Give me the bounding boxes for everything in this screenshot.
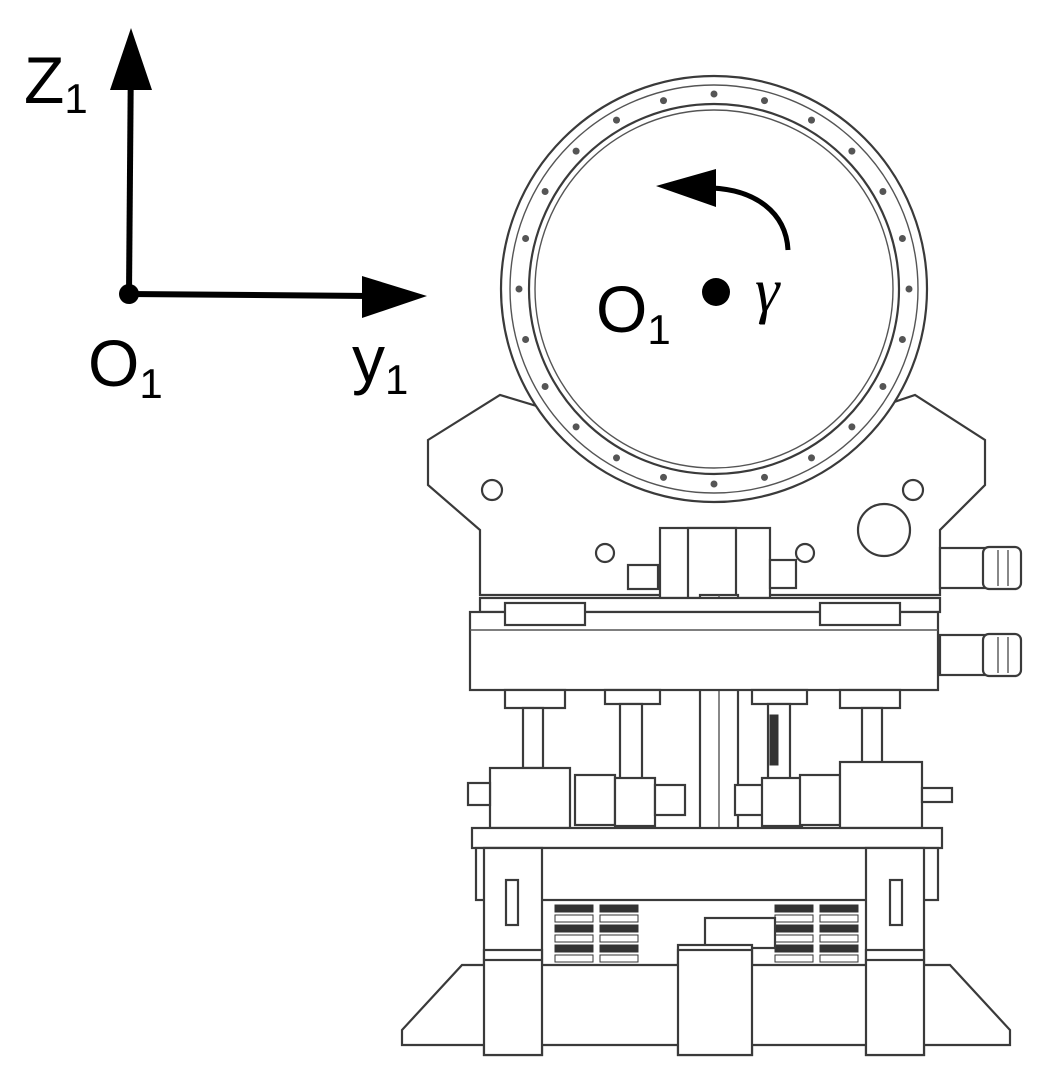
- wheel-disc: [819, 924, 859, 933]
- flange-bolt: [541, 188, 549, 195]
- center-letter: O: [596, 272, 647, 346]
- center-label: O1: [596, 272, 671, 353]
- flange-bolt: [879, 188, 887, 195]
- wheel-disc: [819, 914, 859, 923]
- origin-subscript: 1: [139, 360, 162, 407]
- wheel-disc: [554, 954, 594, 963]
- wheel-disc: [554, 924, 594, 933]
- wheel-disc: [819, 944, 859, 953]
- flange-bolt: [660, 97, 667, 105]
- wheel-disc: [599, 954, 639, 963]
- flange-bolt: [808, 116, 815, 124]
- flange-bolt: [898, 235, 906, 242]
- origin-label: O1: [88, 326, 163, 407]
- z-axis-arrowhead: [110, 28, 152, 90]
- flange-bolt: [848, 423, 856, 431]
- flange-bolt: [761, 473, 768, 481]
- flange-bolt: [522, 235, 530, 242]
- wheel-disc: [554, 914, 594, 923]
- center-subscript: 1: [647, 306, 670, 353]
- flange-bolt: [710, 90, 718, 98]
- wheel-disc: [819, 904, 859, 913]
- flange-bolts: [515, 90, 913, 488]
- flange-bolt: [761, 97, 768, 105]
- wheel-disc: [774, 944, 814, 953]
- z-axis-label: Z1: [24, 43, 88, 122]
- rotation-arrow: [711, 185, 791, 251]
- y-axis-arrowhead: [362, 276, 427, 318]
- wheel-disc: [554, 904, 594, 913]
- z-axis-subscript: 1: [64, 75, 87, 122]
- wheel-disc: [774, 914, 814, 923]
- wheel-disc: [774, 904, 814, 913]
- flange-bolt: [808, 454, 815, 462]
- wheel-disc: [554, 944, 594, 953]
- flange-bolt: [572, 423, 580, 431]
- flange-bolt: [898, 336, 906, 343]
- z-axis-letter: Z: [24, 43, 64, 117]
- wheel-disc: [819, 954, 859, 963]
- origin-dot: [119, 284, 139, 304]
- flange-bolt: [613, 116, 620, 124]
- rotation-arrowhead: [656, 169, 716, 207]
- disc-center-dot: [702, 278, 730, 306]
- wheel-disc: [599, 944, 639, 953]
- wheel-disc: [819, 934, 859, 943]
- flange-bolt: [522, 336, 530, 343]
- y-axis-letter: y: [352, 322, 385, 396]
- flange-bolt: [613, 454, 620, 462]
- wheel-disc: [774, 934, 814, 943]
- flange-bolt: [541, 383, 549, 390]
- flange-bolt: [848, 147, 856, 155]
- wheel-disc: [599, 904, 639, 913]
- wheel-disc: [554, 934, 594, 943]
- flange-bolt: [572, 147, 580, 155]
- flange-bolt: [710, 480, 718, 488]
- rotation-symbol: γ: [755, 257, 781, 325]
- mechanism-drawing: O1 γ: [400, 74, 1023, 1057]
- y-axis-subscript: 1: [385, 356, 408, 403]
- wheel-disc: [599, 934, 639, 943]
- coordinate-frame: Z1 O1 y1: [24, 28, 427, 407]
- flange-bolt: [879, 383, 887, 390]
- flange-bolt: [515, 285, 523, 293]
- wheel-disc: [774, 954, 814, 963]
- wheel-disc: [599, 924, 639, 933]
- flange-bolt: [905, 285, 913, 293]
- origin-letter: O: [88, 326, 139, 400]
- y-axis-arrow: [128, 291, 371, 299]
- wheel-disc: [774, 924, 814, 933]
- y-axis-label: y1: [352, 322, 408, 403]
- flange-bolt: [660, 473, 667, 481]
- wheel-disc: [599, 914, 639, 923]
